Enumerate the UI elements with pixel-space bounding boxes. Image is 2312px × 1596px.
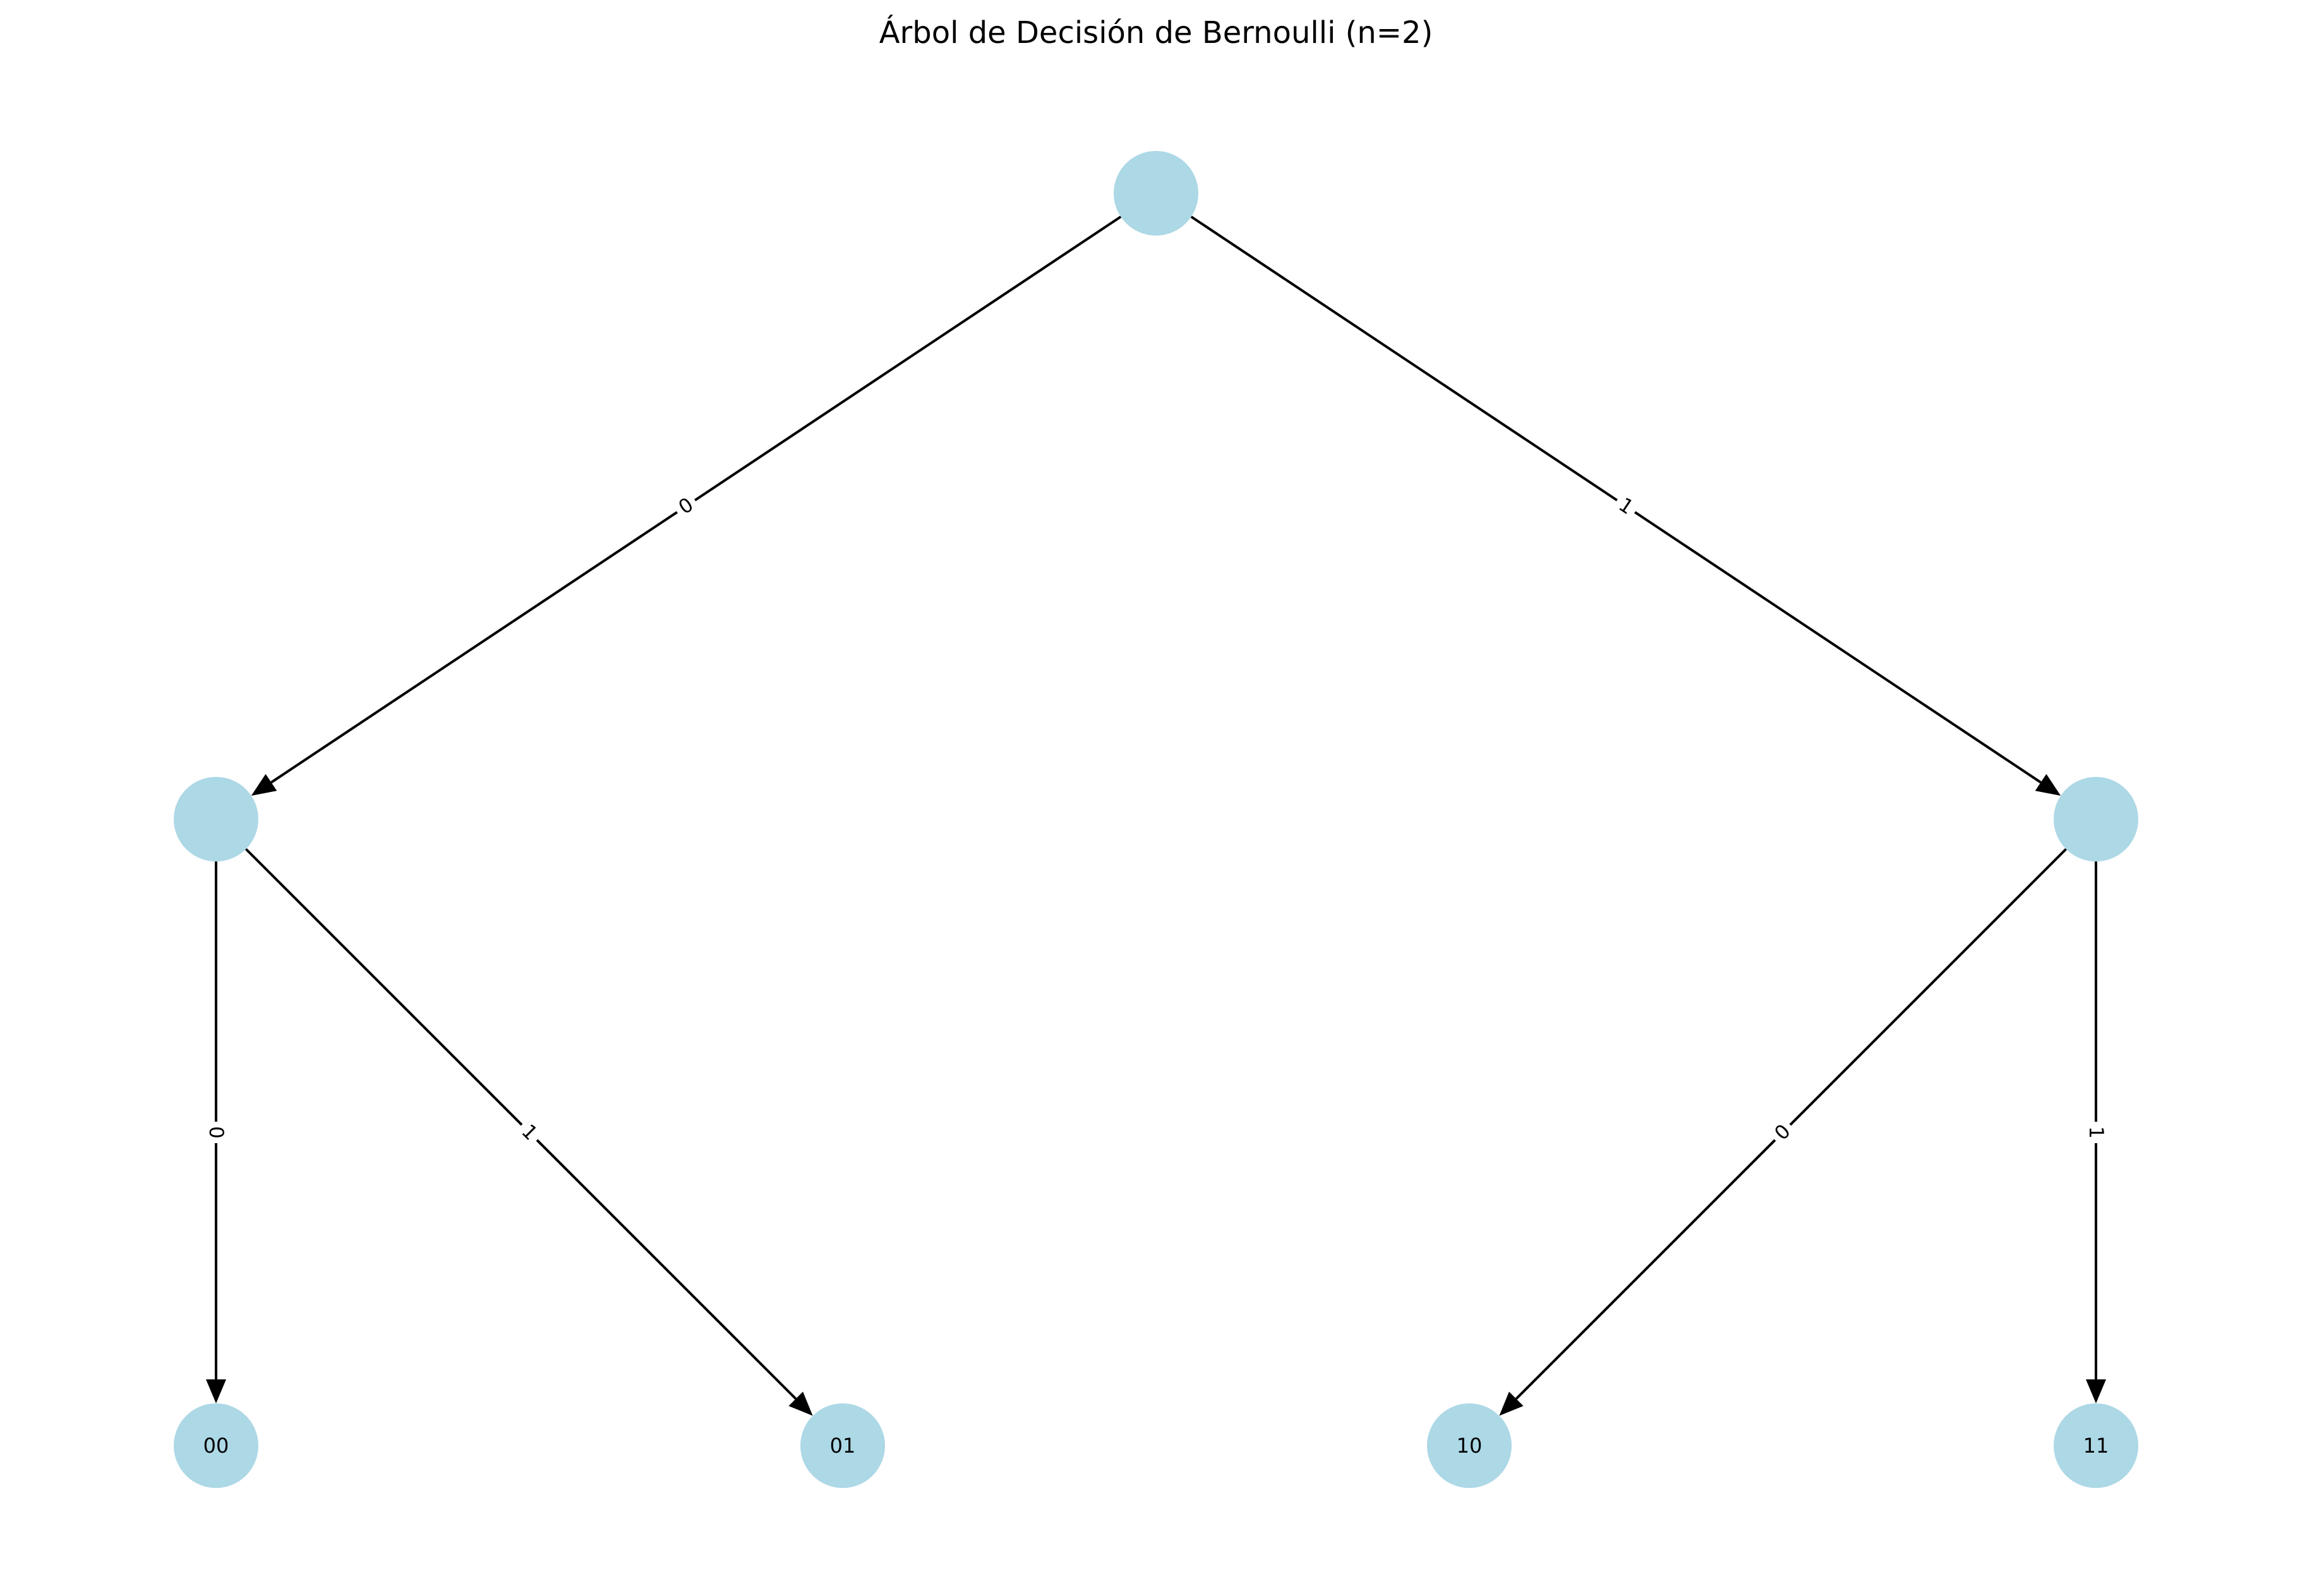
node-circle (1114, 151, 1198, 236)
edge-0-01: 1 (244, 848, 813, 1416)
diagram-title: Árbol de Decisión de Bernoulli (n=2) (879, 15, 1433, 51)
arrow-head (2086, 1379, 2106, 1403)
edge-label-background (2083, 1122, 2109, 1143)
edge-line (1515, 848, 2068, 1400)
node-1 (2054, 777, 2138, 861)
node-root (1114, 151, 1198, 236)
node-circle (174, 777, 258, 861)
edge-label-background (203, 1122, 229, 1143)
node-label: 11 (2083, 1434, 2109, 1458)
node-11: 11 (2054, 1403, 2138, 1488)
node-circle (2054, 1403, 2138, 1488)
node-0 (174, 777, 258, 861)
node-circle (2054, 777, 2138, 861)
edge-label-background (670, 489, 702, 523)
edge-line (244, 848, 797, 1400)
arrow-head (251, 774, 277, 796)
node-00: 00 (174, 1403, 258, 1488)
arrow-head (2035, 774, 2061, 796)
edge-1-11: 1 (2083, 861, 2109, 1403)
node-circle (174, 1403, 258, 1488)
node-label: 10 (1457, 1434, 1483, 1458)
arrow-head (1499, 1391, 1524, 1416)
edge-label-background (1766, 1115, 1800, 1149)
edge-line (270, 215, 1122, 784)
edge-root-1: 1 (1190, 215, 2061, 796)
node-label: 00 (203, 1434, 229, 1458)
edge-label: 1 (2085, 1126, 2107, 1139)
node-label: 01 (830, 1434, 856, 1458)
node-circle (1427, 1403, 1512, 1488)
edge-0-00: 0 (203, 861, 229, 1403)
edge-1-10: 0 (1499, 848, 2068, 1416)
edge-root-0: 0 (251, 215, 1122, 796)
edge-label-background (1610, 489, 1642, 523)
node-01: 01 (800, 1403, 885, 1488)
edge-line (1190, 215, 2042, 784)
node-10: 10 (1427, 1403, 1512, 1488)
node-circle (800, 1403, 885, 1488)
edge-label: 0 (205, 1126, 227, 1139)
edge-label-background (512, 1115, 546, 1149)
arrow-head (788, 1391, 813, 1416)
arrow-head (206, 1379, 226, 1403)
